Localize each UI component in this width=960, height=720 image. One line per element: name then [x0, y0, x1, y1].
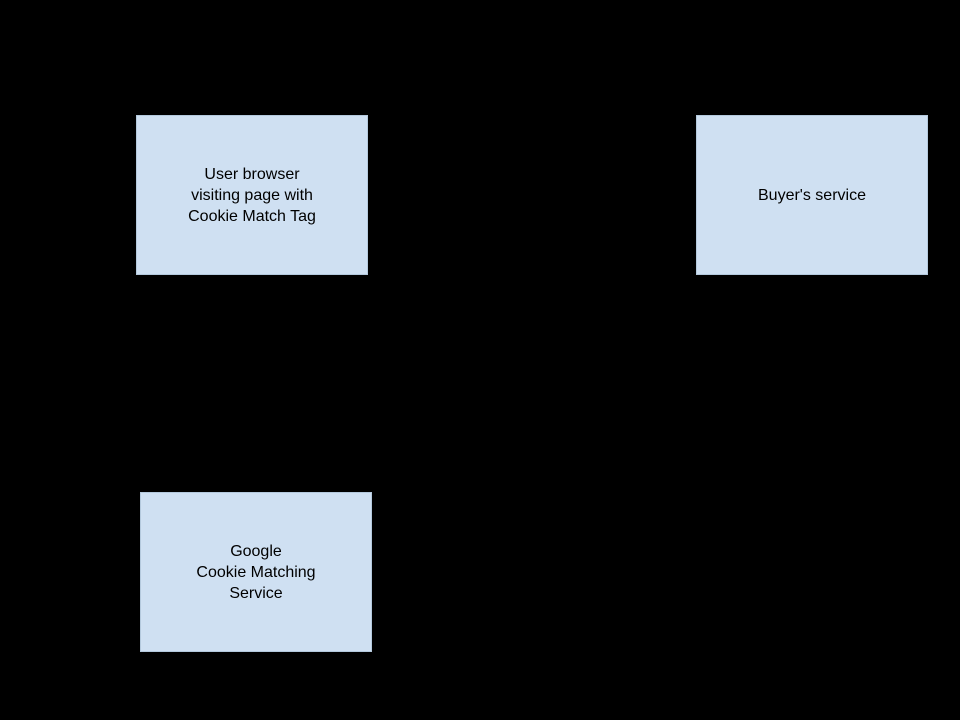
diagram-node-buyers-service[interactable]: Buyer's service: [696, 115, 928, 275]
diagram-node-user-browser-label: User browser visiting page with Cookie M…: [188, 165, 316, 225]
diagram-node-user-browser[interactable]: User browser visiting page with Cookie M…: [136, 115, 368, 275]
diagram-node-google-cookie-matching-service-label: Google Cookie Matching Service: [196, 542, 316, 602]
diagram-node-google-cookie-matching-service[interactable]: Google Cookie Matching Service: [140, 492, 372, 652]
diagram-node-buyers-service-label: Buyer's service: [758, 186, 866, 204]
